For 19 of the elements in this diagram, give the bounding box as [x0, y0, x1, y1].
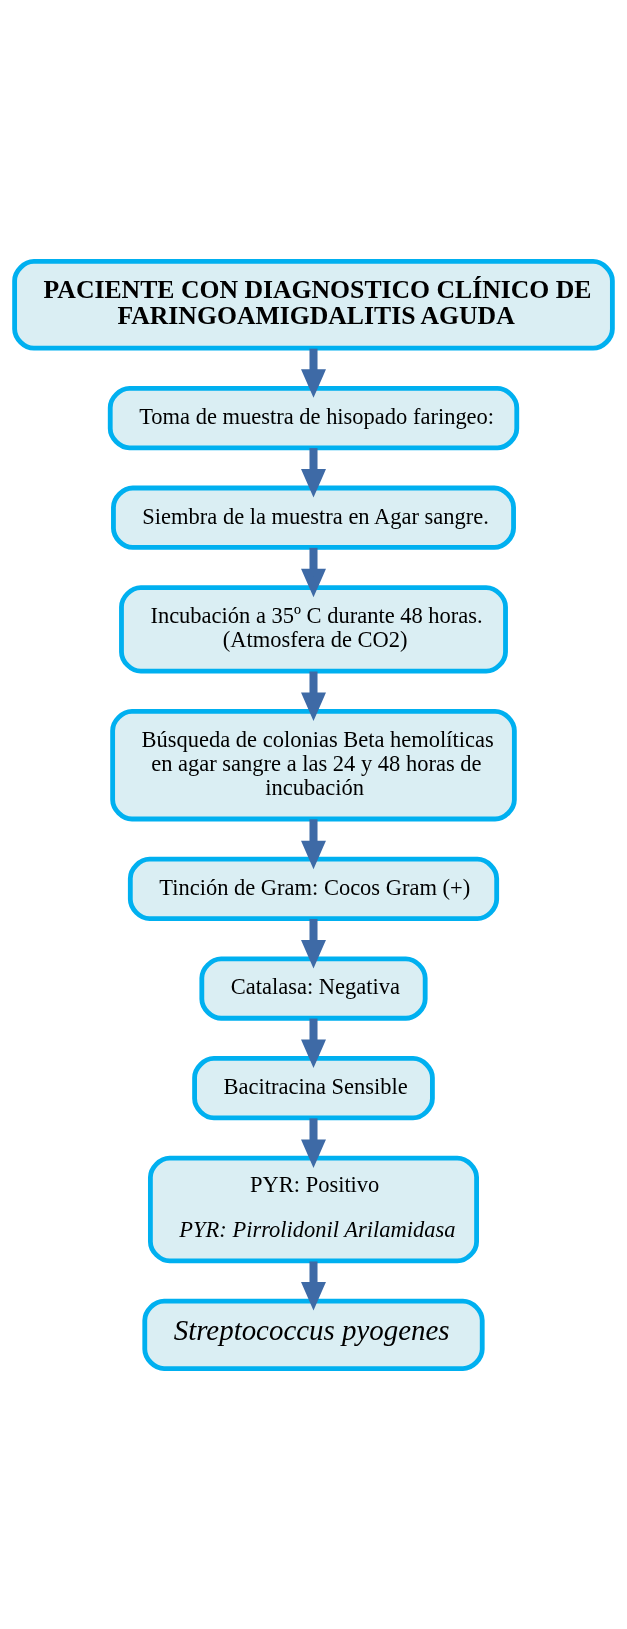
node-box: PACIENTE CON DIAGNOSTICO CLÍNICO DE FARINGOAMIGDALITIS AGUDA [12, 258, 615, 351]
node-box: Siembra de la muestra en Agar sangre. [111, 485, 516, 550]
node-box: Tinción de Gram: Cocos Gram (+) [127, 856, 500, 921]
arrow [301, 671, 326, 721]
node-box: Bacitracina Sensible [192, 1055, 435, 1120]
node-box: Toma de muestra de hisopado faringeo: [107, 385, 520, 450]
arrow [301, 1117, 326, 1168]
node-box: Búsqueda de colonias Beta hemolíticas en agar sangre a las 24 y 48 horas de incubación [110, 708, 517, 821]
arrow [301, 918, 326, 968]
arrow [301, 818, 326, 869]
arrow [301, 447, 326, 498]
node-box: Catalasa: Negativa [199, 955, 428, 1021]
arrow [301, 547, 326, 597]
node-box: Incubación a 35º C durante 48 horas. (Atmosfera de CO2) [119, 584, 508, 674]
node-box: Streptococcus pyogenes [142, 1298, 485, 1371]
node-box: PYR: Positivo PYR: Pirrolidonil Arilamidasa [148, 1155, 479, 1263]
arrow [301, 1018, 326, 1068]
arrow [301, 348, 326, 398]
arrow [301, 1260, 326, 1310]
